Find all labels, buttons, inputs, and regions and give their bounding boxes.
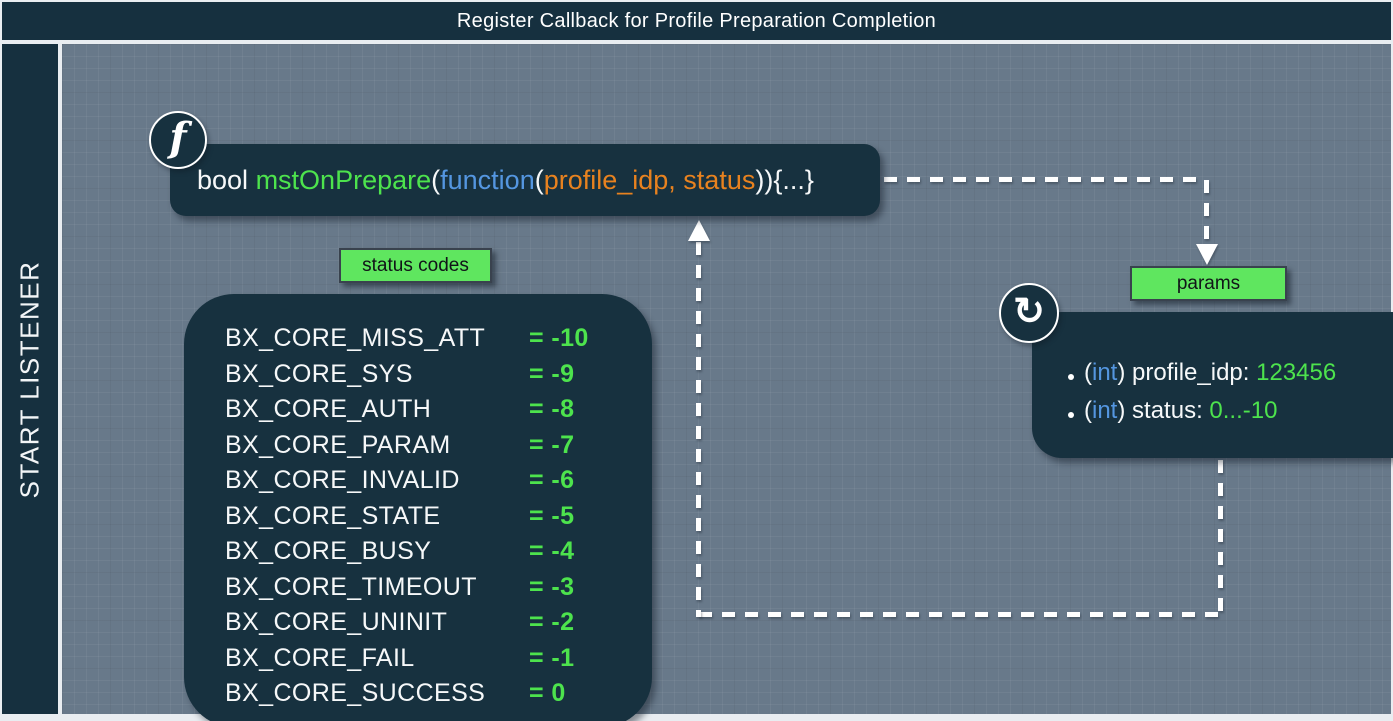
param-paren-open: (	[1084, 359, 1092, 386]
connector-call-vertical	[1204, 180, 1209, 244]
status-code-row: BX_CORE_MISS_ATT = -10	[225, 321, 652, 357]
status-code-value: = -6	[529, 466, 575, 495]
status-code-row: BX_CORE_PARAM = -7	[225, 428, 652, 464]
connector-return-horizontal	[699, 612, 1223, 617]
status-code-row: BX_CORE_BUSY = -4	[225, 534, 652, 570]
signature-return-type: bool	[197, 164, 256, 195]
status-code-value: = -8	[529, 395, 575, 424]
function-icon: f	[149, 111, 207, 169]
function-node[interactable]: bool mstOnPrepare(function(profile_idp, …	[170, 144, 880, 216]
status-code-row: BX_CORE_SYS = -9	[225, 357, 652, 393]
diagram-canvas[interactable]: bool mstOnPrepare(function(profile_idp, …	[62, 44, 1393, 721]
status-code-name: BX_CORE_UNINIT	[225, 608, 448, 637]
status-code-name: BX_CORE_STATE	[225, 501, 441, 530]
status-code-row: BX_CORE_FAIL = -1	[225, 641, 652, 677]
signature-paren: (	[534, 164, 544, 195]
status-code-name: BX_CORE_SYS	[225, 359, 413, 388]
param-row: ( int ) status: 0...-10	[1068, 392, 1393, 430]
function-signature: bool mstOnPrepare(function(profile_idp, …	[197, 165, 814, 196]
status-code-value: = -2	[529, 608, 575, 637]
status-code-row: BX_CORE_SUCCESS = 0	[225, 676, 652, 712]
status-code-row: BX_CORE_TIMEOUT = -3	[225, 570, 652, 606]
connector-return-left-vertical	[696, 242, 701, 617]
signature-keyword: function	[440, 164, 535, 195]
status-code-name: BX_CORE_TIMEOUT	[225, 572, 477, 601]
param-paren-close: )	[1117, 397, 1133, 424]
status-code-value: = -4	[529, 537, 575, 566]
param-paren-open: (	[1084, 397, 1092, 424]
status-code-name: BX_CORE_FAIL	[225, 643, 415, 672]
status-code-name: BX_CORE_MISS_ATT	[225, 324, 486, 353]
sidebar-label: START LISTENER	[14, 260, 45, 498]
param-value: 123456	[1256, 359, 1337, 386]
status-code-name: BX_CORE_INVALID	[225, 466, 460, 495]
bullet-icon	[1068, 412, 1074, 418]
connector-return-right-vertical	[1218, 460, 1223, 615]
status-code-value: = -10	[529, 324, 589, 353]
status-code-name: BX_CORE_PARAM	[225, 430, 451, 459]
param-type: int	[1092, 359, 1118, 386]
params-tag: params	[1130, 266, 1287, 301]
status-code-value: = -1	[529, 643, 575, 672]
signature-paren: (	[431, 164, 441, 195]
status-code-value: = -5	[529, 501, 575, 530]
signature-function-name: mstOnPrepare	[255, 164, 432, 195]
signature-body: )){...}	[755, 164, 814, 195]
page-title: Register Callback for Profile Preparatio…	[456, 9, 937, 32]
params-node[interactable]: ( int ) profile_idp: 123456 ( int ) stat…	[1032, 312, 1393, 458]
param-value: 0...-10	[1209, 397, 1278, 424]
param-row: ( int ) profile_idp: 123456	[1068, 354, 1393, 392]
status-code-value: = -7	[529, 430, 575, 459]
bullet-icon	[1068, 374, 1074, 380]
arrowhead-up-icon	[688, 220, 710, 241]
status-codes-tag: status codes	[339, 248, 492, 283]
status-codes-node[interactable]: BX_CORE_MISS_ATT = -10 BX_CORE_SYS = -9 …	[184, 294, 652, 721]
connector-call-horizontal	[884, 177, 1206, 182]
sidebar-start-listener[interactable]: START LISTENER	[2, 44, 58, 714]
callback-refresh-icon: ↻	[999, 283, 1059, 343]
status-code-value: = -9	[529, 359, 575, 388]
param-type: int	[1092, 397, 1118, 424]
param-paren-close: )	[1117, 359, 1133, 386]
param-name: profile_idp:	[1132, 359, 1257, 386]
status-code-name: BX_CORE_BUSY	[225, 537, 432, 566]
function-icon-glyph: f	[169, 113, 187, 161]
param-name: status:	[1132, 397, 1210, 424]
status-code-row: BX_CORE_AUTH = -8	[225, 392, 652, 428]
status-code-value: = -3	[529, 572, 575, 601]
status-code-name: BX_CORE_SUCCESS	[225, 679, 486, 708]
header-bar: Register Callback for Profile Preparatio…	[2, 2, 1391, 40]
signature-parameters: profile_idp, status	[543, 164, 756, 195]
status-code-row: BX_CORE_INVALID = -6	[225, 463, 652, 499]
arrowhead-down-icon	[1196, 244, 1218, 265]
status-code-value: = 0	[529, 679, 566, 708]
status-code-row: BX_CORE_UNINIT = -2	[225, 605, 652, 641]
callback-icon-glyph: ↻	[1013, 290, 1045, 333]
status-code-row: BX_CORE_STATE = -5	[225, 499, 652, 535]
status-codes-tag-label: status codes	[362, 254, 469, 276]
status-code-name: BX_CORE_AUTH	[225, 395, 432, 424]
params-tag-label: params	[1176, 272, 1241, 294]
